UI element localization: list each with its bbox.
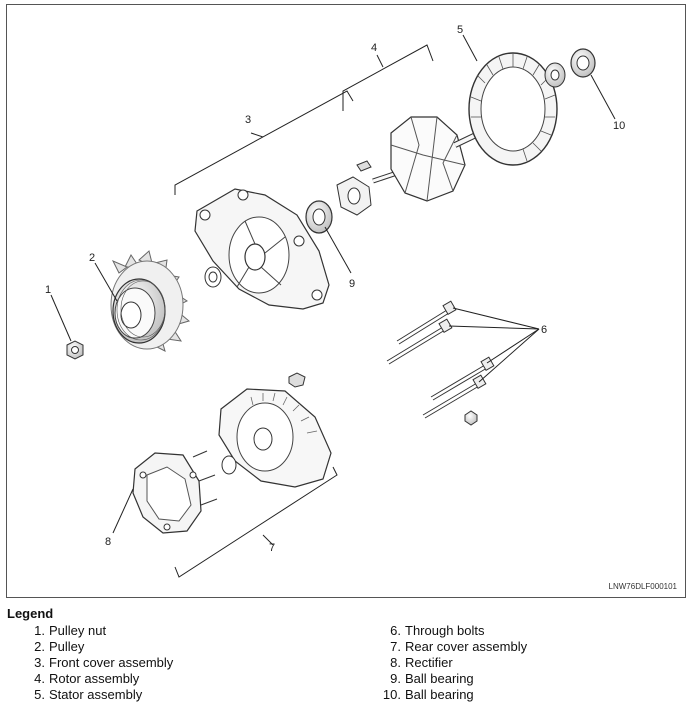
callout-6: 6 <box>541 324 547 336</box>
legend-item: 4.Rotor assembly <box>34 671 140 686</box>
callout-1: 1 <box>45 284 51 296</box>
callout-2: 2 <box>89 252 95 264</box>
rear-ball-bearing-part <box>544 48 596 88</box>
through-bolts-part <box>386 300 495 426</box>
legend-title: Legend <box>7 606 54 621</box>
legend-item: 1.Pulley nut <box>34 623 107 638</box>
callout-4: 4 <box>371 42 377 54</box>
rear-cover-part <box>218 372 332 488</box>
exploded-view-drawing: 1 2 3 4 5 6 7 8 9 10 <box>45 24 625 578</box>
callout-10: 10 <box>613 120 625 132</box>
legend-item: 6.Through bolts <box>390 623 485 638</box>
legend-item: 2.Pulley <box>34 639 85 654</box>
legend-item: 3.Front cover assembly <box>34 655 174 670</box>
legend-item: 8.Rectifier <box>390 655 453 670</box>
legend: Legend 1.Pulley nut 2.Pulley 3.Front cov… <box>7 606 683 703</box>
legend-item: 7.Rear cover assembly <box>390 639 528 654</box>
legend-column-right: 6.Through bolts 7.Rear cover assembly 8.… <box>381 623 527 703</box>
callout-8: 8 <box>105 536 111 548</box>
callout-labels: 1 2 3 4 5 6 7 8 9 10 <box>45 24 625 554</box>
callout-9: 9 <box>349 278 355 290</box>
callout-5: 5 <box>457 24 463 36</box>
figure-id-code: LNW76DLF000101 <box>608 582 677 591</box>
pulley-part <box>110 250 191 352</box>
pulley-nut-part <box>66 340 84 360</box>
stator-part <box>468 52 558 166</box>
callout-3: 3 <box>245 114 251 126</box>
legend-column-left: 1.Pulley nut 2.Pulley 3.Front cover asse… <box>25 623 381 703</box>
rectifier-part <box>132 450 218 534</box>
front-cover-part <box>194 188 330 310</box>
brackets <box>174 44 434 578</box>
exploded-view-figure: 1 2 3 4 5 6 7 8 9 10 LNW76DLF000101 <box>6 4 686 598</box>
callout-7: 7 <box>269 542 275 554</box>
legend-item: 9.Ball bearing <box>390 671 474 686</box>
legend-item: 10.Ball bearing <box>382 687 474 702</box>
front-ball-bearing-part <box>305 160 372 234</box>
legend-item: 5.Stator assembly <box>34 687 143 702</box>
leader-lines <box>50 34 616 546</box>
